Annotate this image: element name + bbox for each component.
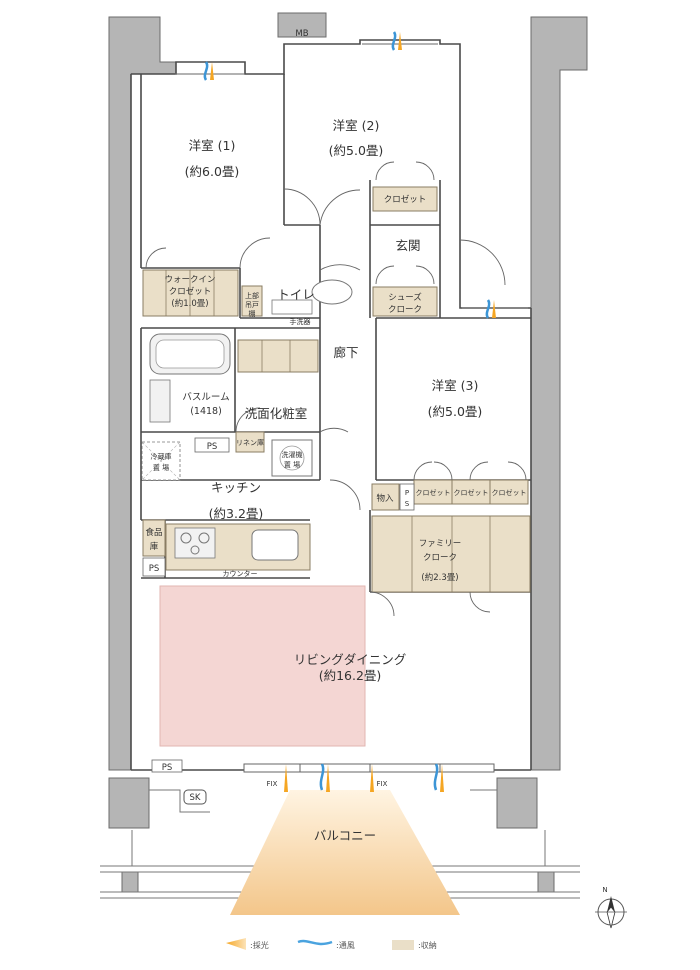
bedroom1-size: (約6.0畳) — [185, 164, 240, 179]
closet-b2-label: クロゼット — [384, 194, 427, 205]
toilet-bowl — [271, 279, 353, 315]
washroom-name: 洗面化粧室 — [245, 406, 308, 421]
stove — [174, 527, 216, 559]
legend-ventilation: :通風 — [336, 940, 355, 950]
bathroom-name: バスルーム — [182, 392, 229, 403]
doors — [145, 43, 528, 617]
bedroom3-size: (約5.0畳) — [428, 404, 483, 419]
bedroom1-name: 洋室 (1) — [189, 138, 236, 153]
ps-label-kitchen: PS — [149, 564, 160, 574]
ldk-size: (約16.2畳) — [319, 668, 382, 683]
shoes-label-1: シューズ — [388, 292, 422, 303]
ldk-name: リビングダイニング — [294, 652, 407, 667]
kitchen-size: (約3.2畳) — [209, 506, 264, 521]
fridge-label-2: 置 場 — [153, 463, 169, 472]
linen-area — [235, 431, 265, 453]
closet-bedroom3-c — [489, 479, 529, 505]
closet-bedroom3-a — [413, 479, 453, 505]
storage-dividers — [165, 270, 491, 592]
pantry-area — [142, 519, 166, 557]
genkan-name: 玄関 — [395, 238, 420, 253]
linen-label: リネン庫 — [236, 438, 264, 447]
pantry-label-1: 食品 — [145, 527, 162, 538]
closet-b3-c-label: クロゼット — [492, 488, 527, 497]
legend-light-icon — [226, 938, 246, 950]
family-label-2: クローク — [423, 553, 457, 563]
shoes-cloak-area — [372, 286, 438, 317]
walkin-label-2: クロゼット — [169, 286, 212, 297]
fridge-label-1: 冷蔵庫 — [151, 452, 172, 461]
walkin-closet-area — [142, 269, 239, 317]
closet-bedroom3-b — [451, 479, 491, 505]
legend-storage: :収納 — [418, 940, 437, 950]
ventilation-markers — [203, 31, 496, 792]
ps-label-wash: PS — [207, 442, 218, 452]
pantry-label-2: 庫 — [150, 541, 159, 552]
closet-bedroom2-area — [372, 186, 438, 212]
counter-label: カウンター — [223, 569, 258, 578]
washer-space — [271, 439, 313, 477]
upper-cabinet-1: 上部 — [245, 291, 259, 300]
monoire-area — [371, 483, 400, 511]
sk-label: SK — [190, 793, 201, 803]
ps-boxes — [142, 437, 415, 773]
bedroom2-size: (約5.0畳) — [329, 143, 384, 158]
compass-north: N — [602, 886, 607, 894]
bathtub — [149, 333, 231, 423]
walkin-label-1: ウォークイン — [164, 275, 215, 285]
balcony-name: バルコニー — [314, 828, 376, 843]
shoes-label-2: クローク — [388, 305, 422, 315]
bathroom-size: (1418) — [190, 406, 222, 417]
family-label-1: ファミリー — [419, 539, 462, 549]
hand-wash-label: 手洗器 — [290, 317, 311, 326]
fix-label-1: FIX — [267, 780, 278, 788]
closet-b3-a-label: クロゼット — [416, 488, 451, 497]
closet-b3-b-label: クロゼット — [454, 488, 489, 497]
family-label-3: (約2.3畳) — [421, 572, 458, 583]
sk-box — [183, 789, 207, 805]
upper-cabinet-area — [241, 285, 263, 317]
ps-label-living: PS — [162, 763, 173, 773]
upper-cabinet-2: 吊戸 — [245, 301, 259, 309]
compass-icon — [595, 896, 627, 929]
washer-label-1: 洗濯機 — [282, 450, 303, 459]
fix-label-2: FIX — [377, 780, 388, 788]
mb-label: MB — [295, 29, 308, 39]
washer-label-2: 置 場 — [284, 460, 300, 469]
sink — [251, 529, 299, 561]
family-cloak-area — [371, 515, 531, 593]
bedroom2-name: 洋室 (2) — [333, 118, 380, 133]
toilet-name: トイレ — [277, 287, 315, 302]
balcony-sash — [243, 763, 495, 773]
kitchen-name: キッチン — [211, 480, 261, 495]
ps-vertical-s: S — [405, 500, 410, 508]
bedroom3-name: 洋室 (3) — [432, 378, 479, 393]
corridor-name: 廊下 — [333, 345, 358, 360]
monoire-label: 物入 — [376, 493, 394, 504]
fridge-space — [141, 441, 181, 481]
legend-wind-icon — [297, 939, 333, 946]
ps-vertical-p: P — [405, 489, 409, 497]
ldk-floor — [159, 585, 366, 747]
upper-cabinet-3: 棚 — [249, 309, 256, 318]
structural-walls — [108, 12, 588, 893]
sunlight-cone — [230, 790, 460, 915]
legend-light: :採光 — [250, 940, 269, 950]
bath-shelf — [237, 339, 319, 373]
walkin-label-3: (約1.0畳) — [171, 298, 208, 309]
legend-storage-icon — [392, 940, 414, 950]
